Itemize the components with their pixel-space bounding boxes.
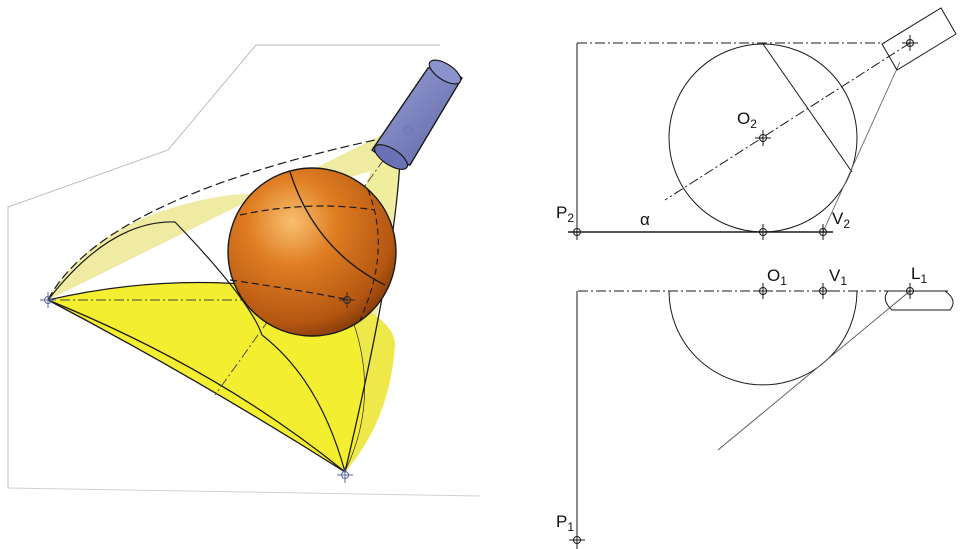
orthographic-drawing [568, 7, 957, 549]
crosshair-circle-icon [902, 283, 918, 299]
shadow-curve-inner [261, 334, 346, 473]
sphere-back-contour-dashed [359, 189, 379, 321]
crosshair-circle-icon [755, 130, 771, 146]
top-view-light-ray [717, 290, 911, 451]
cone-edge-front [47, 299, 346, 473]
crosshair-circle-icon [40, 292, 56, 308]
label-v2: V2 [832, 209, 850, 231]
label-o1: O1 [767, 266, 787, 288]
label-l1: L1 [911, 264, 927, 286]
label-p1: P1 [556, 512, 574, 534]
drawing-labels: P2 α O2 V2 O1 V1 L1 P1 [556, 109, 927, 534]
crosshair-circle-icon [902, 35, 918, 51]
sphere-top-view [668, 290, 858, 386]
crosshair-circle-icon [339, 292, 355, 308]
shadow-boundary-arc [174, 221, 263, 336]
crosshair-circle-icon [569, 532, 585, 548]
frontal-light-axis [664, 42, 911, 201]
label-o2: O2 [737, 109, 757, 131]
label-alpha: α [640, 210, 650, 229]
lamp-top-view [884, 290, 954, 311]
shadow-region-right [345, 300, 395, 472]
crosshair-circle-icon [815, 224, 831, 240]
crosshair-circle-icon [337, 467, 353, 483]
frontal-terminator-line [762, 43, 853, 173]
label-p2: P2 [556, 203, 574, 225]
crosshair-circle-icon [569, 224, 585, 240]
flashlight-icon [881, 7, 957, 71]
crosshair-circle-icon [755, 224, 771, 240]
sphere [227, 167, 397, 337]
projection-plane-outline [7, 44, 440, 488]
sphere-contour-dashed [229, 279, 351, 301]
crosshair-circle-icon [815, 283, 831, 299]
cone-edge-left-solid [47, 221, 176, 301]
projection-plane-outline-bottom [7, 487, 481, 497]
cone-edge-top [47, 139, 376, 301]
sphere-terminator-dashed [239, 205, 376, 216]
flashlight-icon [371, 59, 463, 170]
shadow-illustration-3d [7, 44, 481, 497]
label-v1: V1 [829, 266, 847, 288]
frontal-light-ray [822, 61, 901, 233]
sphere-terminator-solid [289, 171, 386, 286]
crosshair-circle-icon [755, 283, 771, 299]
